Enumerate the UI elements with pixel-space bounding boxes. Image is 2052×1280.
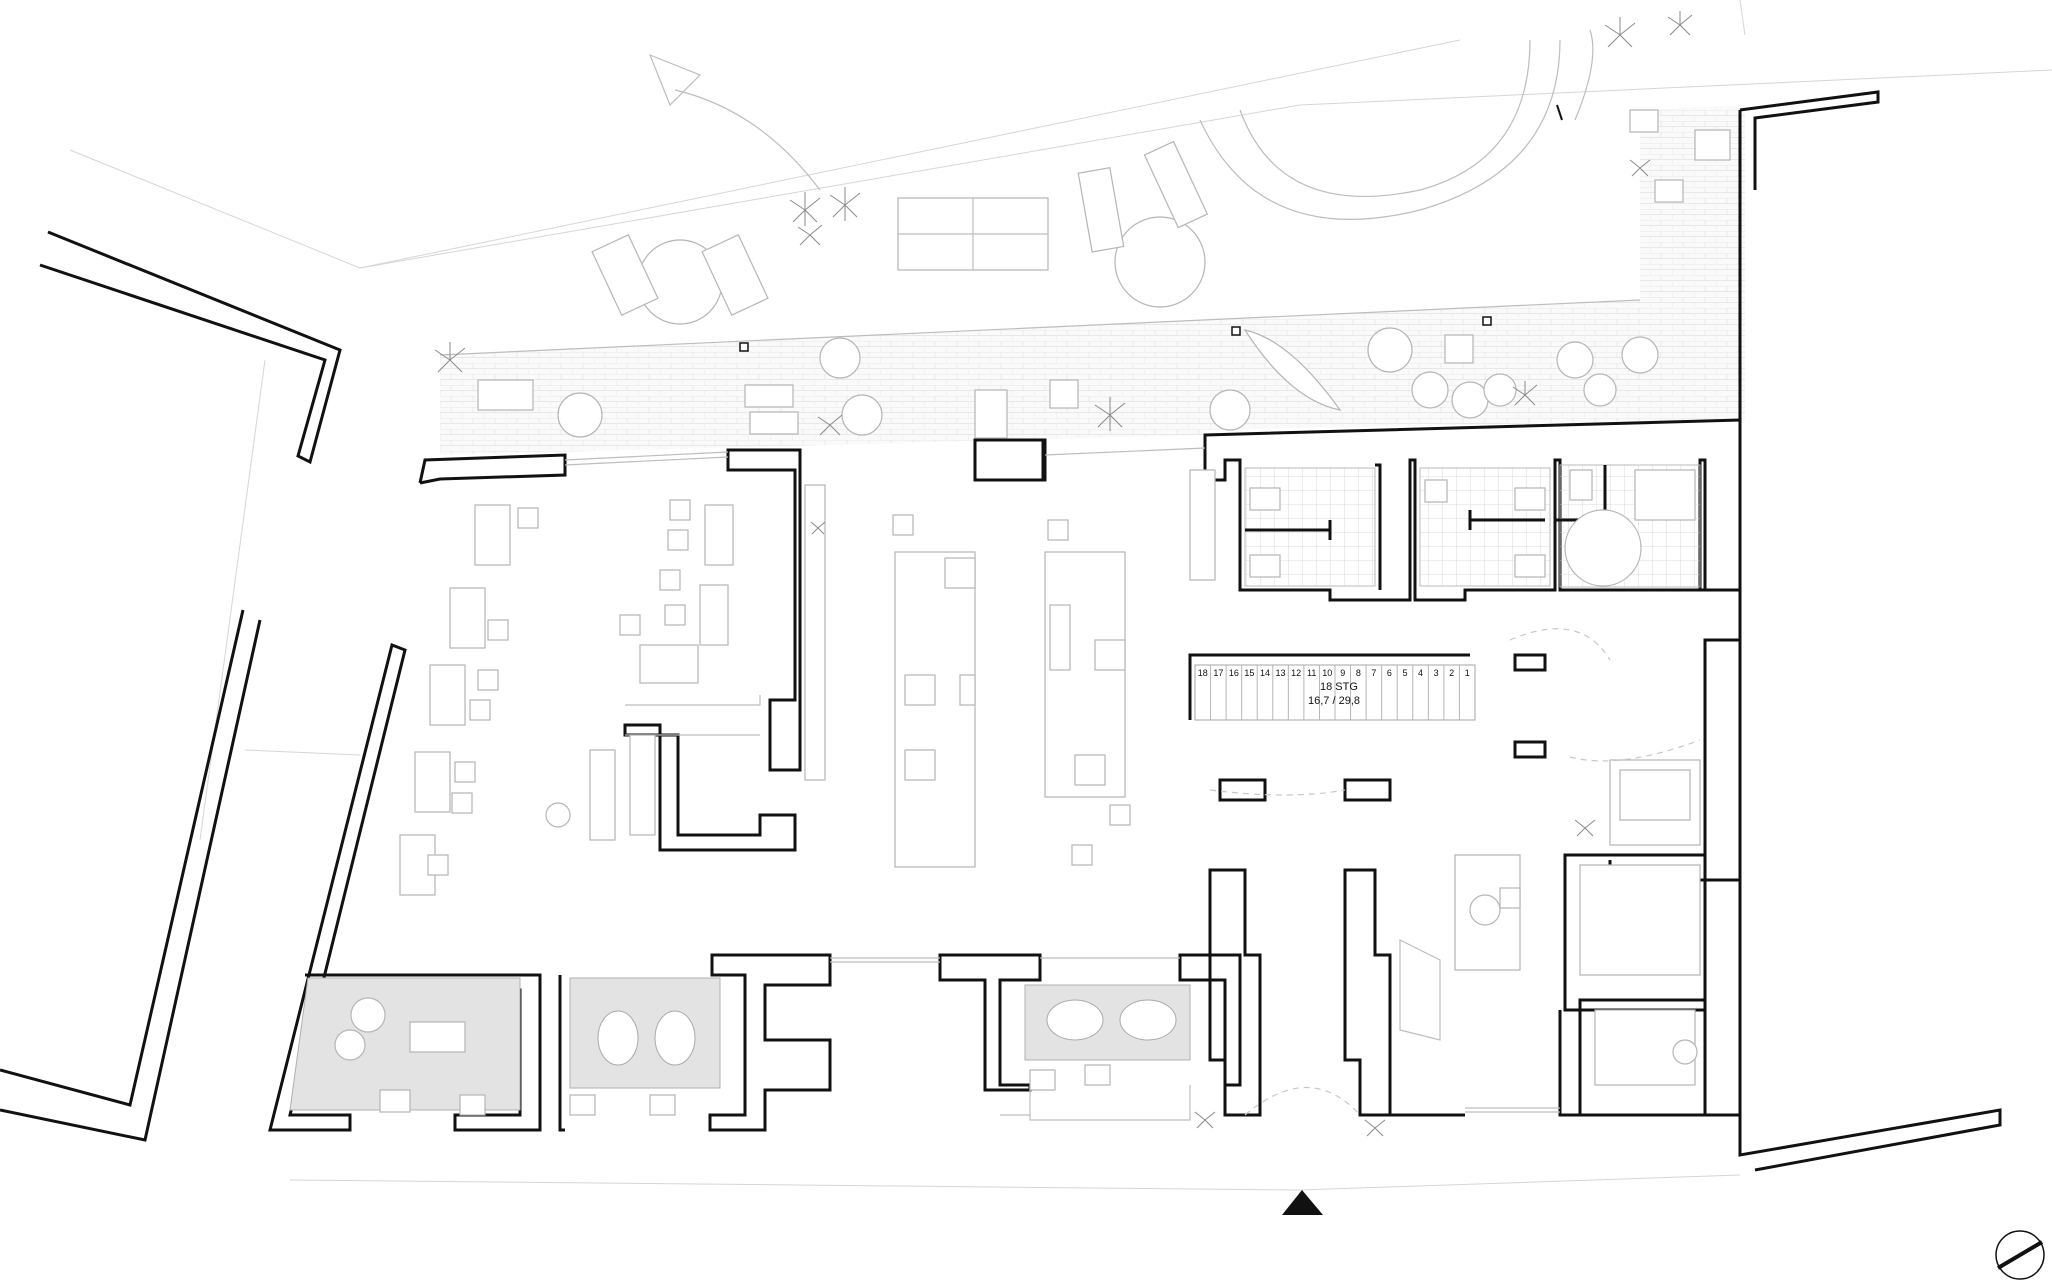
stair-label: 18 STG [1320,681,1358,693]
paved-terrace [439,105,1745,455]
stair-step-number: 3 [1434,668,1439,678]
stair-step-number: 5 [1402,668,1407,678]
stair-step-number: 6 [1387,668,1392,678]
stair-step-number: 11 [1307,668,1316,678]
outdoor-furniture [477,53,1731,439]
stair-step-number: 14 [1260,668,1270,678]
meeting-rooms [289,977,1191,1121]
stair-step-number: 12 [1291,668,1301,678]
kitchen-area [804,484,1131,868]
glazing [564,447,1560,1116]
stair-step-number: 10 [1322,668,1332,678]
stair-step-number: 13 [1276,668,1286,678]
stair-step-number: 18 [1198,668,1208,678]
stair-step-number: 7 [1371,668,1376,678]
site-context [69,0,2052,1191]
entrance-triangle-icon [1282,1190,1323,1215]
plants [434,11,1693,1137]
stair-ratio: 16,7 / 29,8 [1308,695,1360,707]
stair-step-number: 17 [1213,668,1223,678]
stair-step-number: 16 [1229,668,1239,678]
stair-step-number: 1 [1465,668,1470,678]
stair-step-number: 9 [1340,668,1345,678]
dining-area [399,499,761,896]
stair-step-number: 15 [1244,668,1254,678]
stair-step-number: 4 [1418,668,1423,678]
north-arrow-icon [1995,1230,2045,1280]
lounge-area [1209,628,1701,1116]
neighbor-building-left [0,230,342,1142]
stair-step-number: 8 [1356,668,1361,678]
stair-step-number: 2 [1449,668,1454,678]
toilet-rooms [1189,463,1701,590]
